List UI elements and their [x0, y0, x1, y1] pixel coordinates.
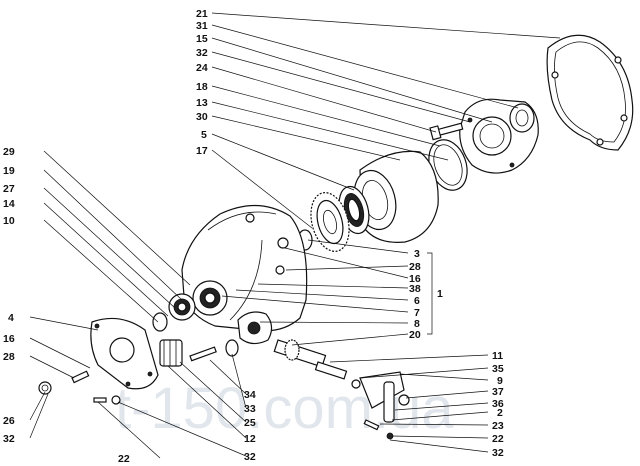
callout-28: 28	[3, 351, 15, 363]
callout-9: 9	[497, 375, 503, 387]
callout-35: 35	[492, 363, 504, 375]
callout-31: 31	[196, 20, 208, 32]
callout-14: 14	[3, 198, 15, 210]
callout-28-right: 28	[409, 261, 421, 273]
callout-17: 17	[196, 145, 208, 157]
callout-29: 29	[3, 146, 15, 158]
small-bearing-part	[168, 293, 196, 321]
callout-34: 34	[244, 389, 256, 401]
callout-4: 4	[8, 312, 14, 324]
spline-shaft-part	[159, 339, 183, 367]
callout-30: 30	[196, 111, 208, 123]
callout-10: 10	[3, 215, 15, 227]
callout-18: 18	[196, 81, 208, 93]
nut-part	[225, 339, 239, 357]
callout-8: 8	[414, 318, 420, 330]
callout-11: 11	[492, 350, 503, 362]
callout-21: 21	[196, 8, 208, 20]
housing-part	[181, 204, 308, 345]
pinion-shaft-part	[273, 339, 348, 380]
callout-27: 27	[3, 183, 15, 195]
callout-33: 33	[244, 403, 256, 415]
callout-26: 26	[3, 415, 15, 427]
nut-26-part	[38, 381, 52, 395]
callout-12: 12	[244, 433, 256, 445]
callout-38: 38	[409, 283, 421, 295]
callout-15: 15	[196, 33, 208, 45]
callout-23: 23	[492, 420, 504, 432]
callout-16-right: 16	[409, 273, 421, 285]
cover-plate-part	[90, 317, 159, 390]
callout-36: 36	[492, 398, 504, 410]
bolt-12-part	[189, 346, 217, 362]
washer-32-part	[111, 395, 121, 405]
seal-part	[152, 312, 168, 332]
callout-24: 24	[196, 62, 208, 74]
callout-22-right: 22	[492, 433, 504, 445]
callout-32-right: 32	[492, 447, 504, 459]
ring-inner-part	[433, 144, 463, 186]
callout-20: 20	[409, 329, 421, 341]
callout-3: 3	[414, 248, 420, 260]
callout-5: 5	[201, 129, 207, 141]
callout-19: 19	[3, 165, 15, 177]
callout-32-left: 32	[3, 433, 15, 445]
stud-22-part	[93, 397, 107, 403]
flange-cover-part	[459, 98, 539, 174]
callout-labels: 21 31 15 32 24 18 13 30 5 17 29 19 27 14…	[3, 8, 504, 465]
callout-32-bottom: 32	[244, 451, 256, 463]
bolt-28-part	[71, 370, 90, 384]
bolt-part	[429, 122, 464, 141]
callout-32: 32	[196, 47, 208, 59]
callout-13: 13	[196, 97, 208, 109]
callout-25: 25	[244, 417, 256, 429]
callout-2: 2	[497, 407, 503, 419]
callout-22-bottom: 22	[118, 453, 130, 465]
gear-part	[310, 192, 350, 252]
callout-16: 16	[3, 333, 15, 345]
leader-lines	[29, 12, 561, 459]
group-label: 1	[437, 288, 443, 300]
callout-6: 6	[414, 295, 420, 307]
callout-37: 37	[492, 386, 504, 398]
gasket-part	[546, 34, 634, 151]
callout-7: 7	[414, 307, 420, 319]
